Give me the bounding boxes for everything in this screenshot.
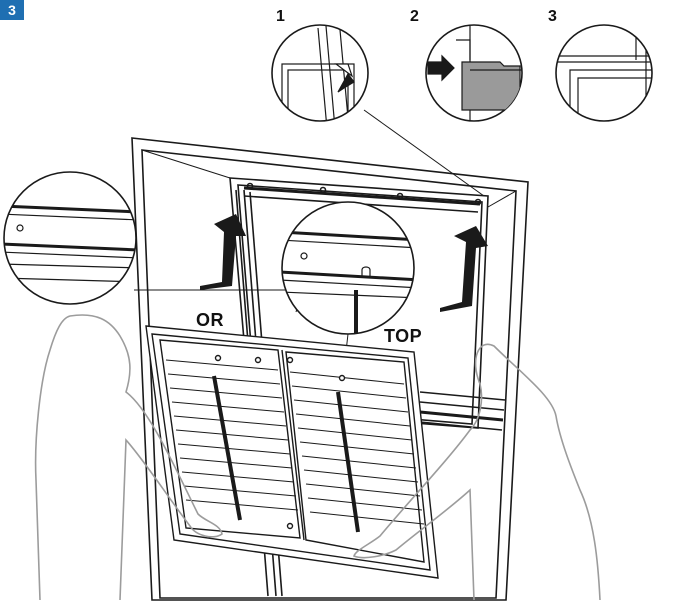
arrow-left-icon bbox=[200, 214, 246, 290]
top-label: TOP bbox=[384, 326, 423, 346]
callout-number-3: 3 bbox=[548, 8, 557, 25]
zoom-circle-left bbox=[3, 171, 137, 305]
step-number-badge: 3 bbox=[0, 0, 24, 20]
lift-arrows bbox=[200, 214, 488, 312]
arrow-right-icon bbox=[440, 226, 488, 312]
shutter-panel bbox=[145, 325, 439, 579]
or-label: OR bbox=[196, 310, 224, 330]
installer-right bbox=[353, 343, 601, 601]
callout-number-1: 1 bbox=[276, 8, 285, 25]
callout-number-2: 2 bbox=[410, 8, 419, 25]
installer-figures bbox=[34, 314, 601, 601]
callout-circle-2 bbox=[425, 24, 523, 122]
callout-circle-1 bbox=[271, 24, 369, 122]
zoom-circle-middle bbox=[281, 201, 415, 335]
callout-circle-3 bbox=[555, 24, 653, 122]
louvers bbox=[165, 359, 425, 525]
installer-left bbox=[34, 314, 223, 601]
